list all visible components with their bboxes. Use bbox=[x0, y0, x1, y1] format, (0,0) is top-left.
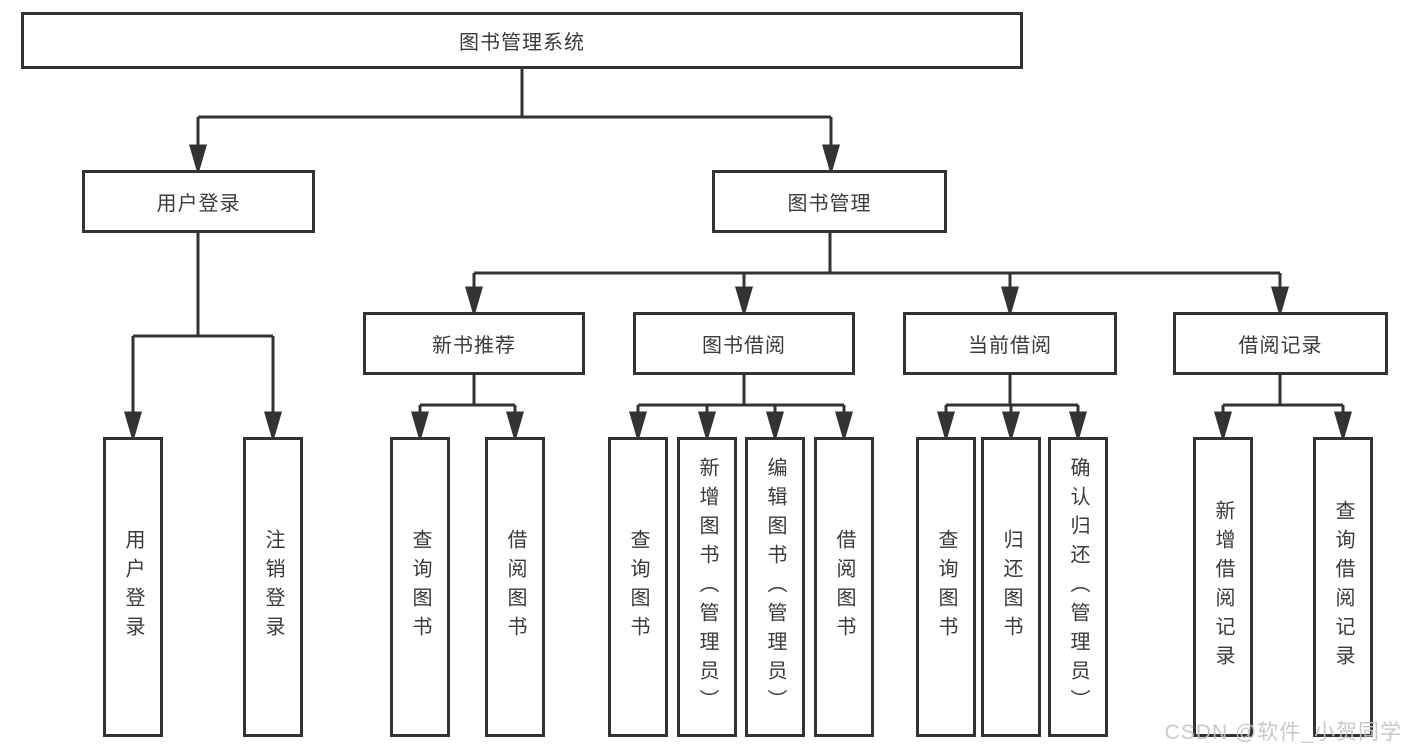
node-logout-leaf: 注销登录 bbox=[243, 437, 303, 737]
node-label: 查询图书 bbox=[935, 529, 957, 645]
node-label: 新书推荐 bbox=[432, 335, 516, 357]
node-current-borrow: 当前借阅 bbox=[903, 312, 1117, 375]
node-book-borrow: 图书借阅 bbox=[633, 312, 855, 375]
node-book-mgmt: 图书管理 bbox=[712, 170, 947, 233]
node-label: 编辑图书（管理员） bbox=[764, 456, 786, 718]
watermark: CSDN @软件_小贺同学 bbox=[1164, 721, 1402, 744]
connector-new-book-children bbox=[411, 375, 524, 443]
node-new-book-recommend: 新书推荐 bbox=[363, 312, 585, 375]
node-borrow-book-leaf: 借阅图书 bbox=[814, 437, 874, 737]
node-label: 借阅图书 bbox=[504, 529, 526, 645]
node-label: 用户登录 bbox=[122, 529, 144, 645]
node-borrow-book-recommend: 借阅图书 bbox=[485, 437, 545, 737]
node-confirm-return-admin: 确认归还（管理员） bbox=[1048, 437, 1108, 737]
node-label: 查询借阅记录 bbox=[1332, 500, 1354, 674]
node-label: 借阅图书 bbox=[833, 529, 855, 645]
node-return-book: 归还图书 bbox=[981, 437, 1041, 737]
connector-cur-borrow-children bbox=[937, 375, 1087, 443]
node-user-login-leaf: 用户登录 bbox=[103, 437, 163, 737]
node-label: 图书管理系统 bbox=[459, 32, 585, 54]
connector-book-borrow-children bbox=[629, 375, 853, 443]
node-query-book-borrow: 查询图书 bbox=[608, 437, 668, 737]
node-label: 图书管理 bbox=[787, 193, 872, 215]
node-label: 归还图书 bbox=[1000, 529, 1022, 645]
connector-user-login-children bbox=[124, 233, 282, 443]
connector-book-mgmt-children bbox=[465, 233, 1289, 318]
node-query-book-recommend: 查询图书 bbox=[390, 437, 450, 737]
node-borrow-records: 借阅记录 bbox=[1173, 312, 1388, 375]
node-edit-book-admin: 编辑图书（管理员） bbox=[745, 437, 805, 737]
node-query-book-current: 查询图书 bbox=[916, 437, 976, 737]
connector-root-to-level2 bbox=[189, 69, 840, 176]
node-label: 新增借阅记录 bbox=[1212, 500, 1234, 674]
connector-borrow-rec-children bbox=[1214, 375, 1352, 443]
node-label: 用户登录 bbox=[156, 193, 241, 215]
node-label: 确认归还（管理员） bbox=[1067, 456, 1089, 718]
node-label: 新增图书（管理员） bbox=[696, 456, 718, 718]
node-root: 图书管理系统 bbox=[21, 12, 1023, 69]
node-user-login: 用户登录 bbox=[82, 170, 315, 233]
node-label: 注销登录 bbox=[262, 529, 284, 645]
node-label: 借阅记录 bbox=[1238, 335, 1323, 357]
node-query-borrow-record: 查询借阅记录 bbox=[1313, 437, 1373, 737]
node-label: 图书借阅 bbox=[702, 335, 786, 357]
node-label: 当前借阅 bbox=[968, 335, 1052, 357]
node-add-book-admin: 新增图书（管理员） bbox=[677, 437, 737, 737]
node-add-borrow-record: 新增借阅记录 bbox=[1193, 437, 1253, 737]
node-label: 查询图书 bbox=[627, 529, 649, 645]
node-label: 查询图书 bbox=[409, 529, 431, 645]
